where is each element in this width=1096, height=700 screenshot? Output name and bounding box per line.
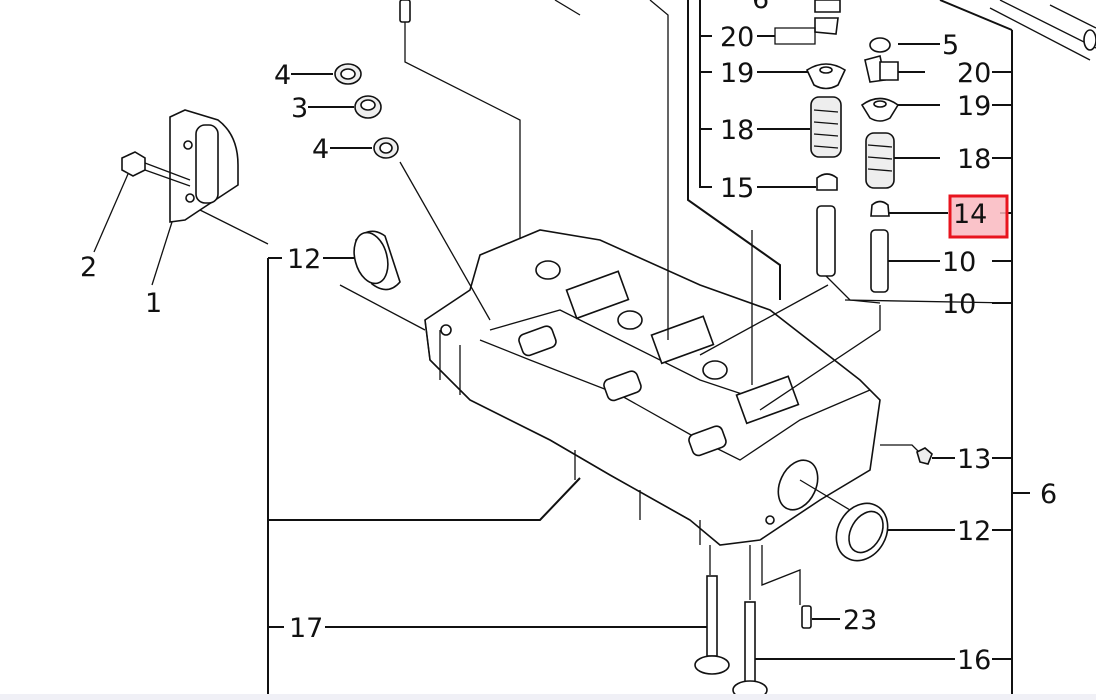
valve-spring-part — [865, 132, 895, 189]
callout-19[interactable]: 19 — [957, 91, 991, 122]
pin-part — [801, 605, 812, 629]
oil-seal-part — [835, 502, 889, 562]
callout-14[interactable]: 14 — [953, 199, 987, 230]
callout-16[interactable]: 16 — [957, 645, 991, 676]
highlight-box — [948, 194, 1009, 239]
spring-retainer-part — [860, 97, 900, 122]
washer-part — [373, 137, 399, 159]
valve-cotter-part — [774, 0, 841, 45]
callout-17[interactable]: 17 — [289, 613, 323, 644]
callout-6[interactable]: 6 — [1040, 479, 1057, 510]
intake-valve-part — [694, 575, 730, 675]
plate-part — [169, 109, 239, 223]
spring-retainer-part — [805, 63, 847, 90]
camshaft-part — [989, 0, 1096, 61]
callout-4[interactable]: 4 — [274, 60, 291, 91]
callout-5[interactable]: 5 — [942, 30, 959, 61]
callout-15[interactable]: 15 — [720, 173, 754, 204]
callout-12[interactable]: 12 — [287, 244, 321, 275]
valve-seal-part — [816, 173, 838, 191]
callout-10[interactable]: 10 — [942, 289, 976, 320]
exhaust-valve-part — [732, 601, 768, 700]
callout-23[interactable]: 23 — [843, 605, 877, 636]
plug-part — [916, 447, 933, 465]
valve-seal-part — [870, 200, 890, 217]
valve-guide-part — [870, 229, 889, 293]
callout-20[interactable]: 20 — [720, 22, 754, 53]
bottom-strip — [0, 694, 1096, 700]
bracket-lines — [267, 0, 1030, 700]
callout-18[interactable]: 18 — [720, 115, 754, 146]
washer-part — [334, 63, 362, 85]
dowel-pin-part — [399, 0, 521, 320]
callout-3[interactable]: 3 — [291, 93, 308, 124]
callout-18[interactable]: 18 — [957, 144, 991, 175]
plug-part — [354, 95, 382, 119]
bolt-part — [121, 151, 191, 187]
valve-guide-part — [816, 205, 881, 304]
cap-plug-part — [353, 230, 401, 291]
callout-leaders — [93, 35, 1012, 660]
callout-1[interactable]: 1 — [145, 288, 162, 319]
cylinder-head-part — [424, 229, 881, 546]
callout-20[interactable]: 20 — [957, 58, 991, 89]
callout-10[interactable]: 10 — [942, 247, 976, 278]
callout-12[interactable]: 12 — [957, 516, 991, 547]
valve-cap-part — [869, 37, 891, 53]
valve-cotter-part — [864, 55, 899, 83]
callout-6[interactable]: 6 — [752, 0, 769, 15]
valve-spring-part — [810, 96, 842, 158]
callout-19[interactable]: 19 — [720, 58, 754, 89]
callout-labels[interactable]: 1 2 3 4 4 5 6 6 10 10 12 12 13 14 15 16 … — [80, 0, 1057, 676]
callout-2[interactable]: 2 — [80, 252, 97, 283]
callout-4[interactable]: 4 — [312, 134, 329, 165]
callout-13[interactable]: 13 — [957, 444, 991, 475]
